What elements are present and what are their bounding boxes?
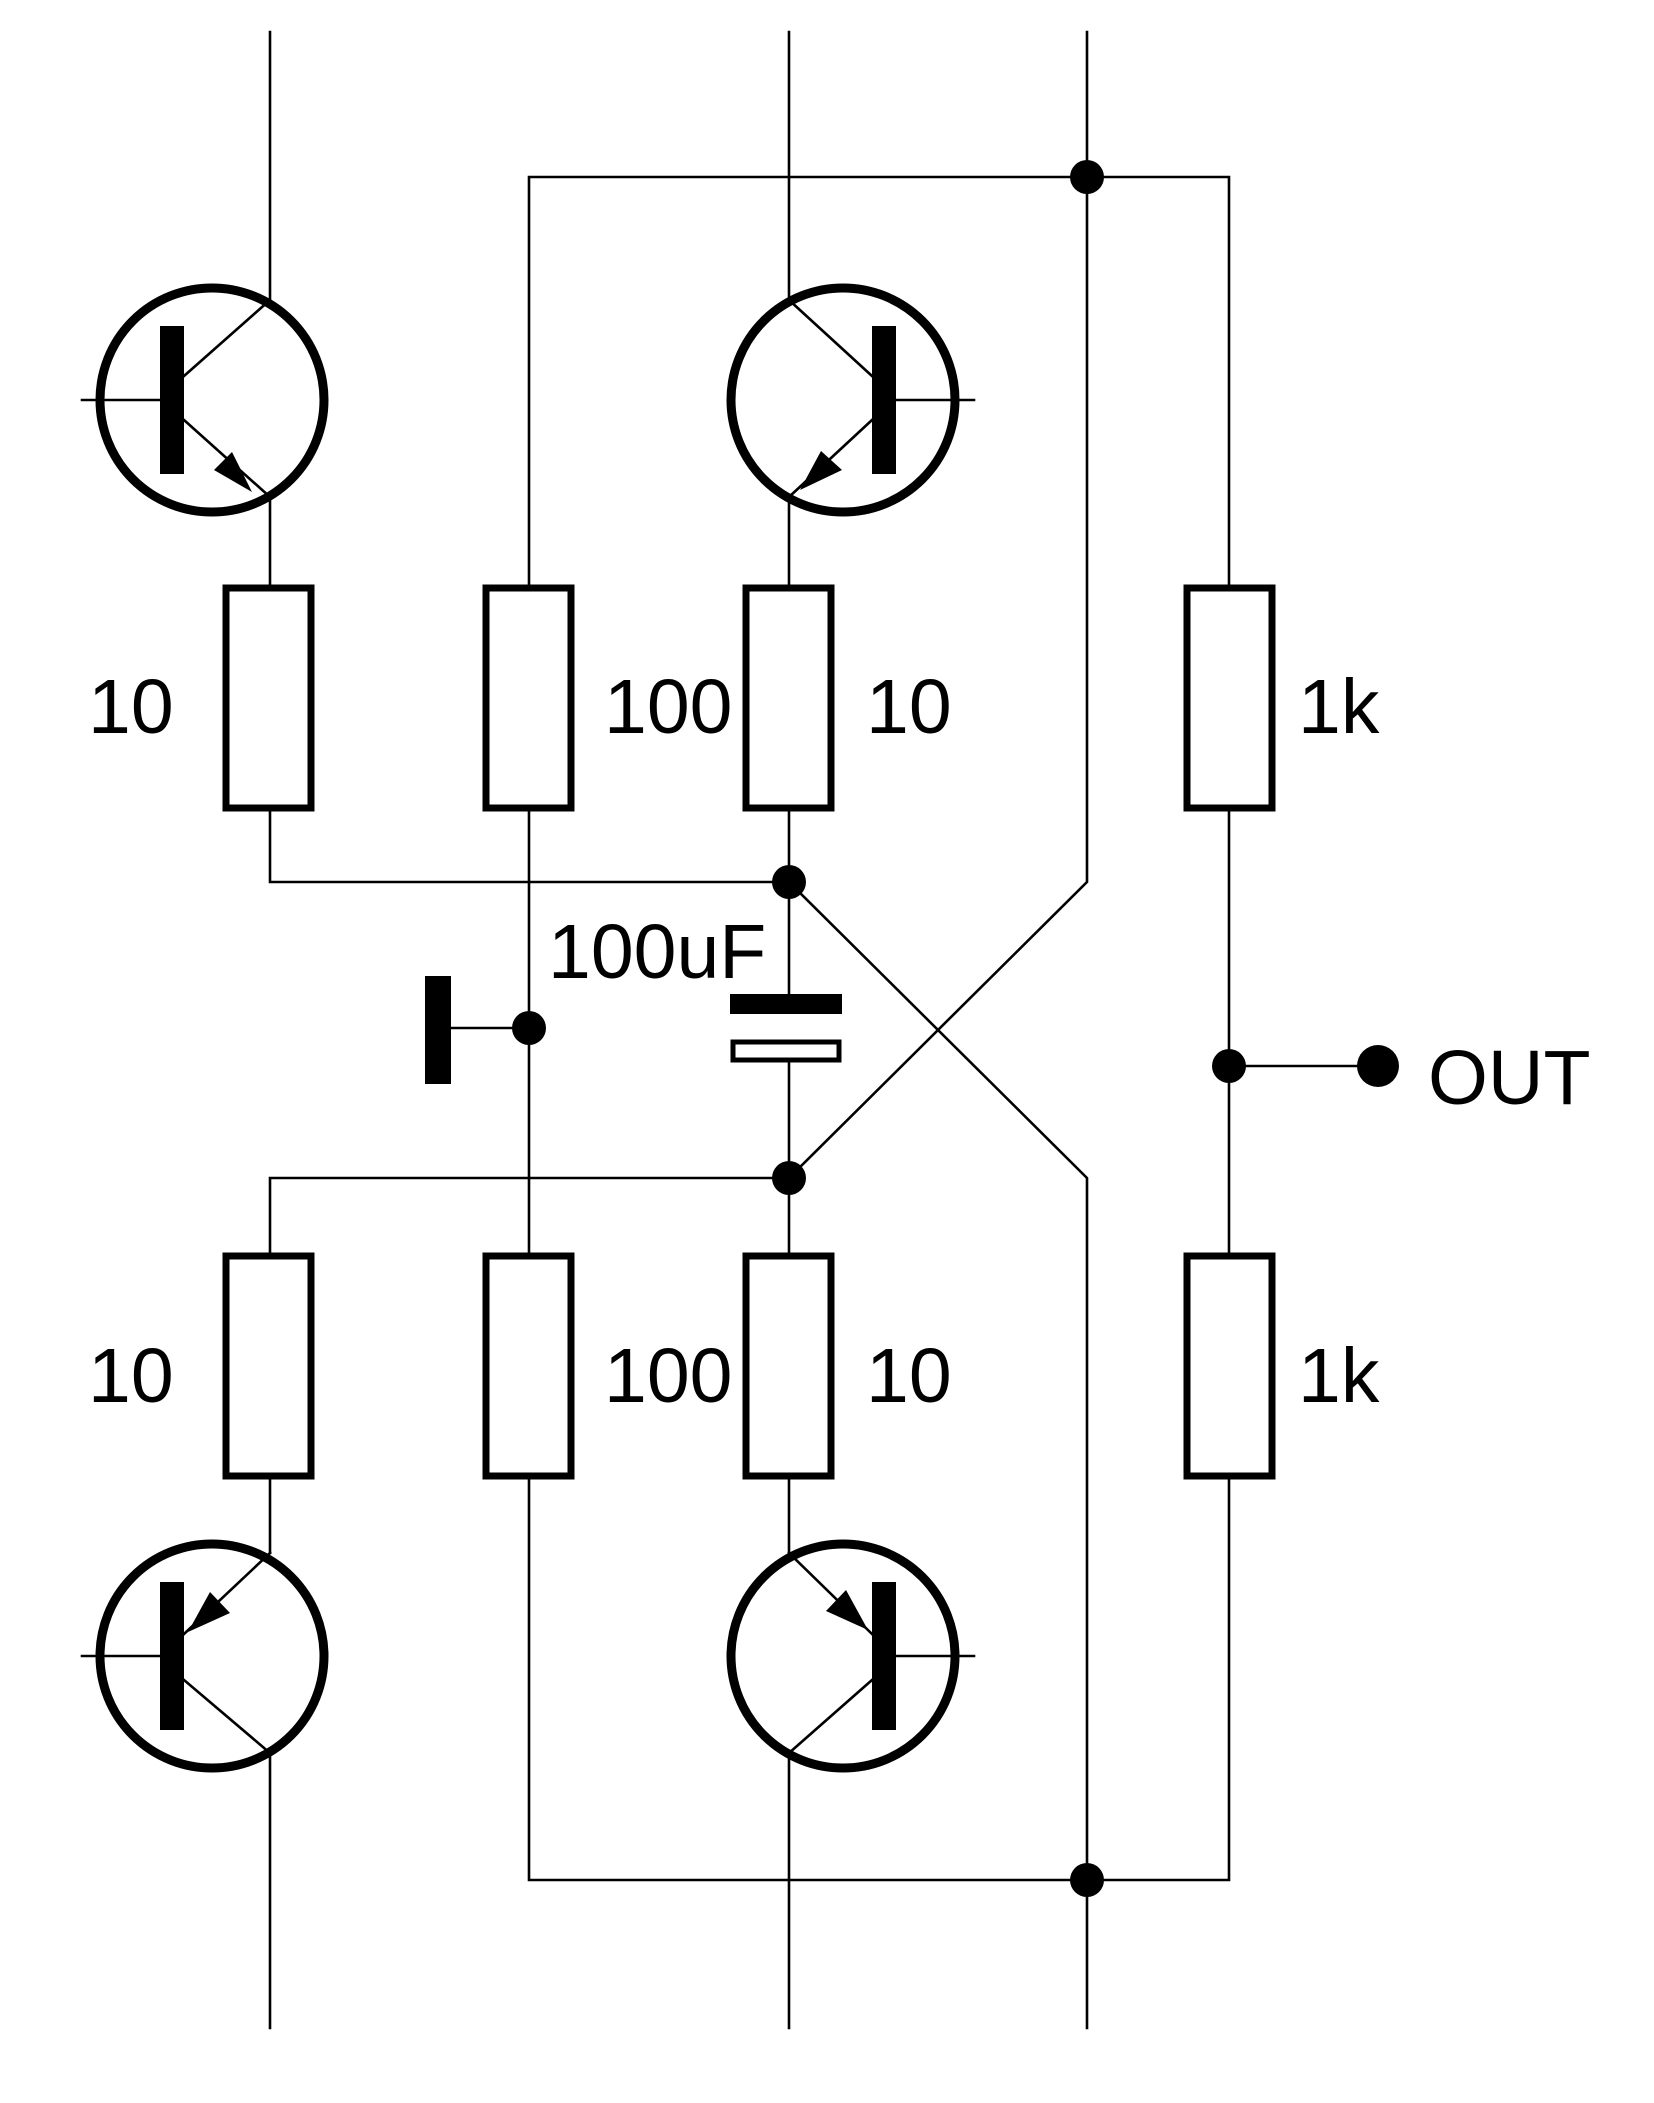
resistor-left-top xyxy=(222,584,315,812)
label-r-left-bottom: 10 xyxy=(88,1333,174,1419)
labels: 10 100 10 1k 100uF OUT 10 100 10 1k xyxy=(88,664,1591,1419)
emitter-arrow xyxy=(800,451,842,490)
input-terminal-bar xyxy=(425,976,451,1084)
transistor-base-bar xyxy=(160,1582,184,1730)
emitter-arrow xyxy=(826,1590,868,1630)
transistor-emitter xyxy=(787,418,874,499)
junction-bias xyxy=(512,1011,546,1045)
label-r-right-top: 1k xyxy=(1298,664,1380,750)
label-r-mid-top: 10 xyxy=(866,664,952,750)
label-r-left-top: 10 xyxy=(88,664,174,750)
emitter-arrow xyxy=(188,1592,230,1632)
resistor-mid-top xyxy=(742,584,835,812)
resistor-right-top xyxy=(1183,584,1276,812)
wires xyxy=(268,30,1380,2030)
transistor-collector xyxy=(787,298,874,378)
junction-node-b xyxy=(772,1161,806,1195)
transistor-collector xyxy=(182,298,272,378)
transistor-bottom-left xyxy=(80,1539,329,1773)
wire-left-resistor-to-node-a xyxy=(268,806,791,884)
capacitor xyxy=(730,994,842,1063)
wire-top-rail xyxy=(527,175,1231,590)
transistor-collector xyxy=(787,1678,874,1755)
wire-rail-cross-top xyxy=(787,30,1089,1180)
resistor-left-bottom xyxy=(222,1252,315,1480)
junction-bottom-rail xyxy=(1070,1863,1104,1897)
junction-node-a xyxy=(772,865,806,899)
transistor-bottom-mid xyxy=(726,1539,976,1773)
capacitor-plate-positive xyxy=(730,994,842,1014)
resistor-bias-top xyxy=(482,584,575,812)
wire-node-b-to-left-resistor xyxy=(268,1176,791,1258)
junction-divider xyxy=(1212,1049,1246,1083)
wire-rail-cross-bottom xyxy=(787,880,1089,2030)
emitter-arrow xyxy=(214,452,252,492)
resistor-right-bottom xyxy=(1183,1252,1276,1480)
transistor-top-mid xyxy=(726,283,976,517)
label-capacitor: 100uF xyxy=(548,909,766,995)
label-output: OUT xyxy=(1428,1035,1591,1121)
capacitor-plate-negative xyxy=(730,1039,842,1063)
junctions xyxy=(512,160,1399,1897)
transistor-collector xyxy=(182,1678,272,1755)
transistor-base-bar xyxy=(160,326,184,474)
transistor-top-left xyxy=(80,283,329,517)
label-r-bias-bottom: 100 xyxy=(604,1333,732,1419)
transistor-base-bar xyxy=(872,326,896,474)
junction-top-rail xyxy=(1070,160,1104,194)
resistor-mid-bottom xyxy=(742,1252,835,1480)
label-r-bias-top: 100 xyxy=(604,664,732,750)
output-terminal-dot xyxy=(1357,1045,1399,1087)
label-r-right-bottom: 1k xyxy=(1298,1333,1380,1419)
resistors xyxy=(222,584,1276,1480)
label-r-mid-bottom: 10 xyxy=(866,1333,952,1419)
transistor-base-bar xyxy=(872,1582,896,1730)
wire-bottom-rail xyxy=(527,1474,1231,1882)
resistor-bias-bottom xyxy=(482,1252,575,1480)
